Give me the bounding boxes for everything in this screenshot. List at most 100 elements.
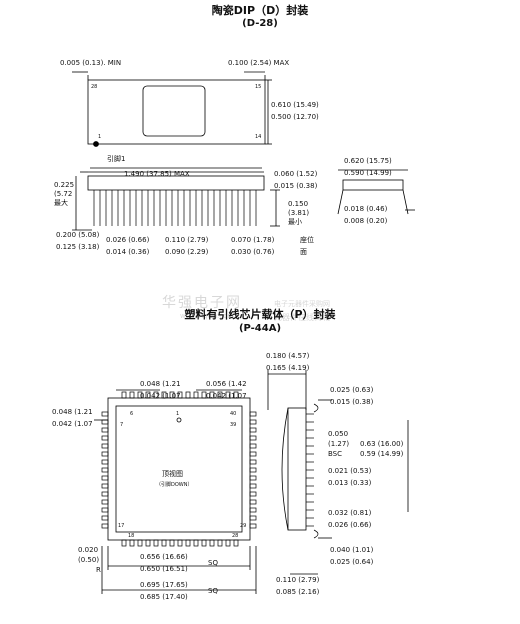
dip-dim-w3-a: 0.070 (1.78) (231, 236, 275, 244)
dip-dim-seat-b: 0.125 (3.18) (56, 243, 100, 251)
dip-dim-lead-t-b: 0.008 (0.20) (344, 217, 388, 225)
plcc-dim-c3-a: 0.032 (0.81) (328, 509, 372, 517)
dip-dim-w3-b: 0.030 (0.76) (231, 248, 275, 256)
plcc-dim-left-b: 0.042 (1.07 (52, 420, 93, 428)
dip-dim-width-a: 0.610 (15.49) (271, 101, 319, 109)
dip-dim-standoff-b: (3.81) (288, 209, 310, 217)
plcc-dim-h-a: 0.180 (4.57) (266, 352, 310, 360)
dip-dim-end-a: 0.620 (15.75) (344, 157, 392, 165)
plcc-dim-sq2-a: 0.695 (17.65) (140, 581, 188, 589)
dip-dim-pin-space: 0.005 (0.13). MIN (60, 59, 122, 67)
plcc-view-label-2: （引脚DOWN） (156, 482, 193, 488)
dip-pin1-marker (93, 141, 99, 147)
dip-title: 陶瓷DIP（D）封装 (211, 4, 309, 17)
plcc-dim-sq2-b: 0.685 (17.40) (140, 593, 188, 601)
plcc-pin1: 1 (176, 411, 180, 417)
dip-dim-pin-pitch: 0.100 (2.54) MAX (228, 59, 290, 67)
plcc-pin18: 18 (128, 533, 135, 539)
watermark-right-2: 元器件在线商城 (274, 313, 330, 322)
plcc-top-body (107, 397, 251, 541)
dip-seat-plane: 座位 (300, 236, 314, 244)
watermark-right-1: 电子元器件采购网 (274, 300, 330, 308)
plcc-dim-sq1-b: 0.650 (16.51) (140, 565, 188, 573)
plcc-pin39: 39 (230, 422, 237, 428)
plcc-dim-c4-a: 0.040 (1.01) (330, 546, 374, 554)
dip-dim-standoff-a: 0.150 (288, 200, 309, 208)
dip-subtitle: (D-28) (242, 18, 278, 29)
dip-top-body (87, 79, 266, 145)
plcc-view-label: 顶视图 (162, 470, 183, 478)
plcc-dim-a1-a: 0.048 (1.21 (140, 380, 181, 388)
plcc-top-leads (121, 391, 239, 399)
plcc-side-leads (306, 403, 319, 539)
dip-pin1: 1 (98, 134, 102, 140)
dip-dim-w1-a: 0.026 (0.66) (106, 236, 150, 244)
dip-dim-lead-b: 0.015 (0.38) (274, 182, 318, 190)
dip-dim-height-a: 0.225 (54, 181, 75, 189)
plcc-dim-c3-b: 0.026 (0.66) (328, 521, 372, 529)
dip-pin28: 28 (91, 84, 98, 90)
plcc-pin6: 6 (130, 411, 134, 417)
plcc-pin7: 7 (120, 422, 124, 428)
dip-dim-length: 1.490 (37.85) MAX (124, 170, 190, 178)
dip-dim-lead-t-a: 0.018 (0.46) (344, 205, 388, 213)
plcc-dim-c5-b: 0.085 (2.16) (276, 588, 320, 596)
plcc-dim-r-c: R (96, 566, 101, 574)
watermark-url: www.hqew.com (180, 312, 235, 320)
dip-dim-w1-b: 0.014 (0.36) (106, 248, 150, 256)
plcc-dim-c2-a: 0.021 (0.53) (328, 467, 372, 475)
plcc-dim-c4-b: 0.025 (0.64) (330, 558, 374, 566)
plcc-bottom-leads (121, 539, 239, 547)
dip-pin15: 15 (255, 84, 262, 90)
plcc-dim-c1-a: 0.025 (0.63) (330, 386, 374, 394)
dip-die-cavity (142, 85, 206, 137)
dip-side-leads (93, 190, 257, 226)
dip-pin14: 14 (255, 134, 262, 140)
plcc-dim-h-b: 0.165 (4.19) (266, 364, 310, 372)
plcc-dim-bsc-a: 0.050 (328, 430, 349, 438)
plcc-right-leads (249, 411, 257, 529)
plcc-dim-r-b: (0.50) (78, 556, 100, 564)
dip-dim-end-b: 0.590 (14.99) (344, 169, 392, 177)
plcc-inner-outline (115, 405, 243, 533)
dip-dim-seat-a: 0.200 (5.08) (56, 231, 100, 239)
dip-end-body (342, 179, 404, 191)
dip-dim-lead-a: 0.060 (1.52) (274, 170, 318, 178)
dip-seat-plane-2: 面 (300, 248, 307, 256)
plcc-dim-r-a: 0.020 (78, 546, 99, 554)
plcc-sq-1: SQ (208, 559, 218, 567)
dip-pin1-label: 引脚1 (107, 155, 126, 163)
plcc-title: 塑料有引线芯片载体（P）封装 (184, 308, 336, 321)
dip-top-leads (87, 75, 266, 80)
dip-dim-height-b: (5.72 (54, 190, 73, 198)
plcc-dim-63-a: 0.63 (16.00) (360, 440, 404, 448)
plcc-dim-c1-b: 0.015 (0.38) (330, 398, 374, 406)
plcc-pin1-marker (176, 417, 182, 423)
plcc-dim-c5-a: 0.110 (2.79) (276, 576, 320, 584)
plcc-dim-bsc-c: BSC (328, 450, 343, 458)
dip-dim-w2-b: 0.090 (2.29) (165, 248, 209, 256)
plcc-side-curve (281, 407, 289, 531)
plcc-dim-bsc-b: (1.27) (328, 440, 350, 448)
plcc-sq-2: SQ (208, 587, 218, 595)
plcc-pin29: 29 (240, 523, 247, 529)
dip-dim-standoff-c: 最小 (288, 218, 302, 226)
plcc-dim-sq1-a: 0.656 (16.66) (140, 553, 188, 561)
dip-dim-width-b: 0.500 (12.70) (271, 113, 319, 121)
plcc-dim-a1-b: 0.042 (1.07 (140, 392, 181, 400)
plcc-pin28: 28 (232, 533, 239, 539)
plcc-side-body (287, 407, 307, 531)
dip-side-body (87, 175, 265, 191)
dip-dim-w2-a: 0.110 (2.79) (165, 236, 209, 244)
dip-dim-height-c: 最大 (54, 199, 68, 207)
plcc-dim-a2-a: 0.056 (1.42 (206, 380, 247, 388)
plcc-dim-63-b: 0.59 (14.99) (360, 450, 404, 458)
plcc-pin40: 40 (230, 411, 237, 417)
plcc-left-leads (101, 411, 109, 529)
plcc-dim-left-a: 0.048 (1.21 (52, 408, 93, 416)
plcc-pin17: 17 (118, 523, 125, 529)
watermark-cn: 华强电子网 (162, 295, 242, 311)
plcc-dim-a2-b: 0.042 (1.07 (206, 392, 247, 400)
plcc-dim-c2-b: 0.013 (0.33) (328, 479, 372, 487)
